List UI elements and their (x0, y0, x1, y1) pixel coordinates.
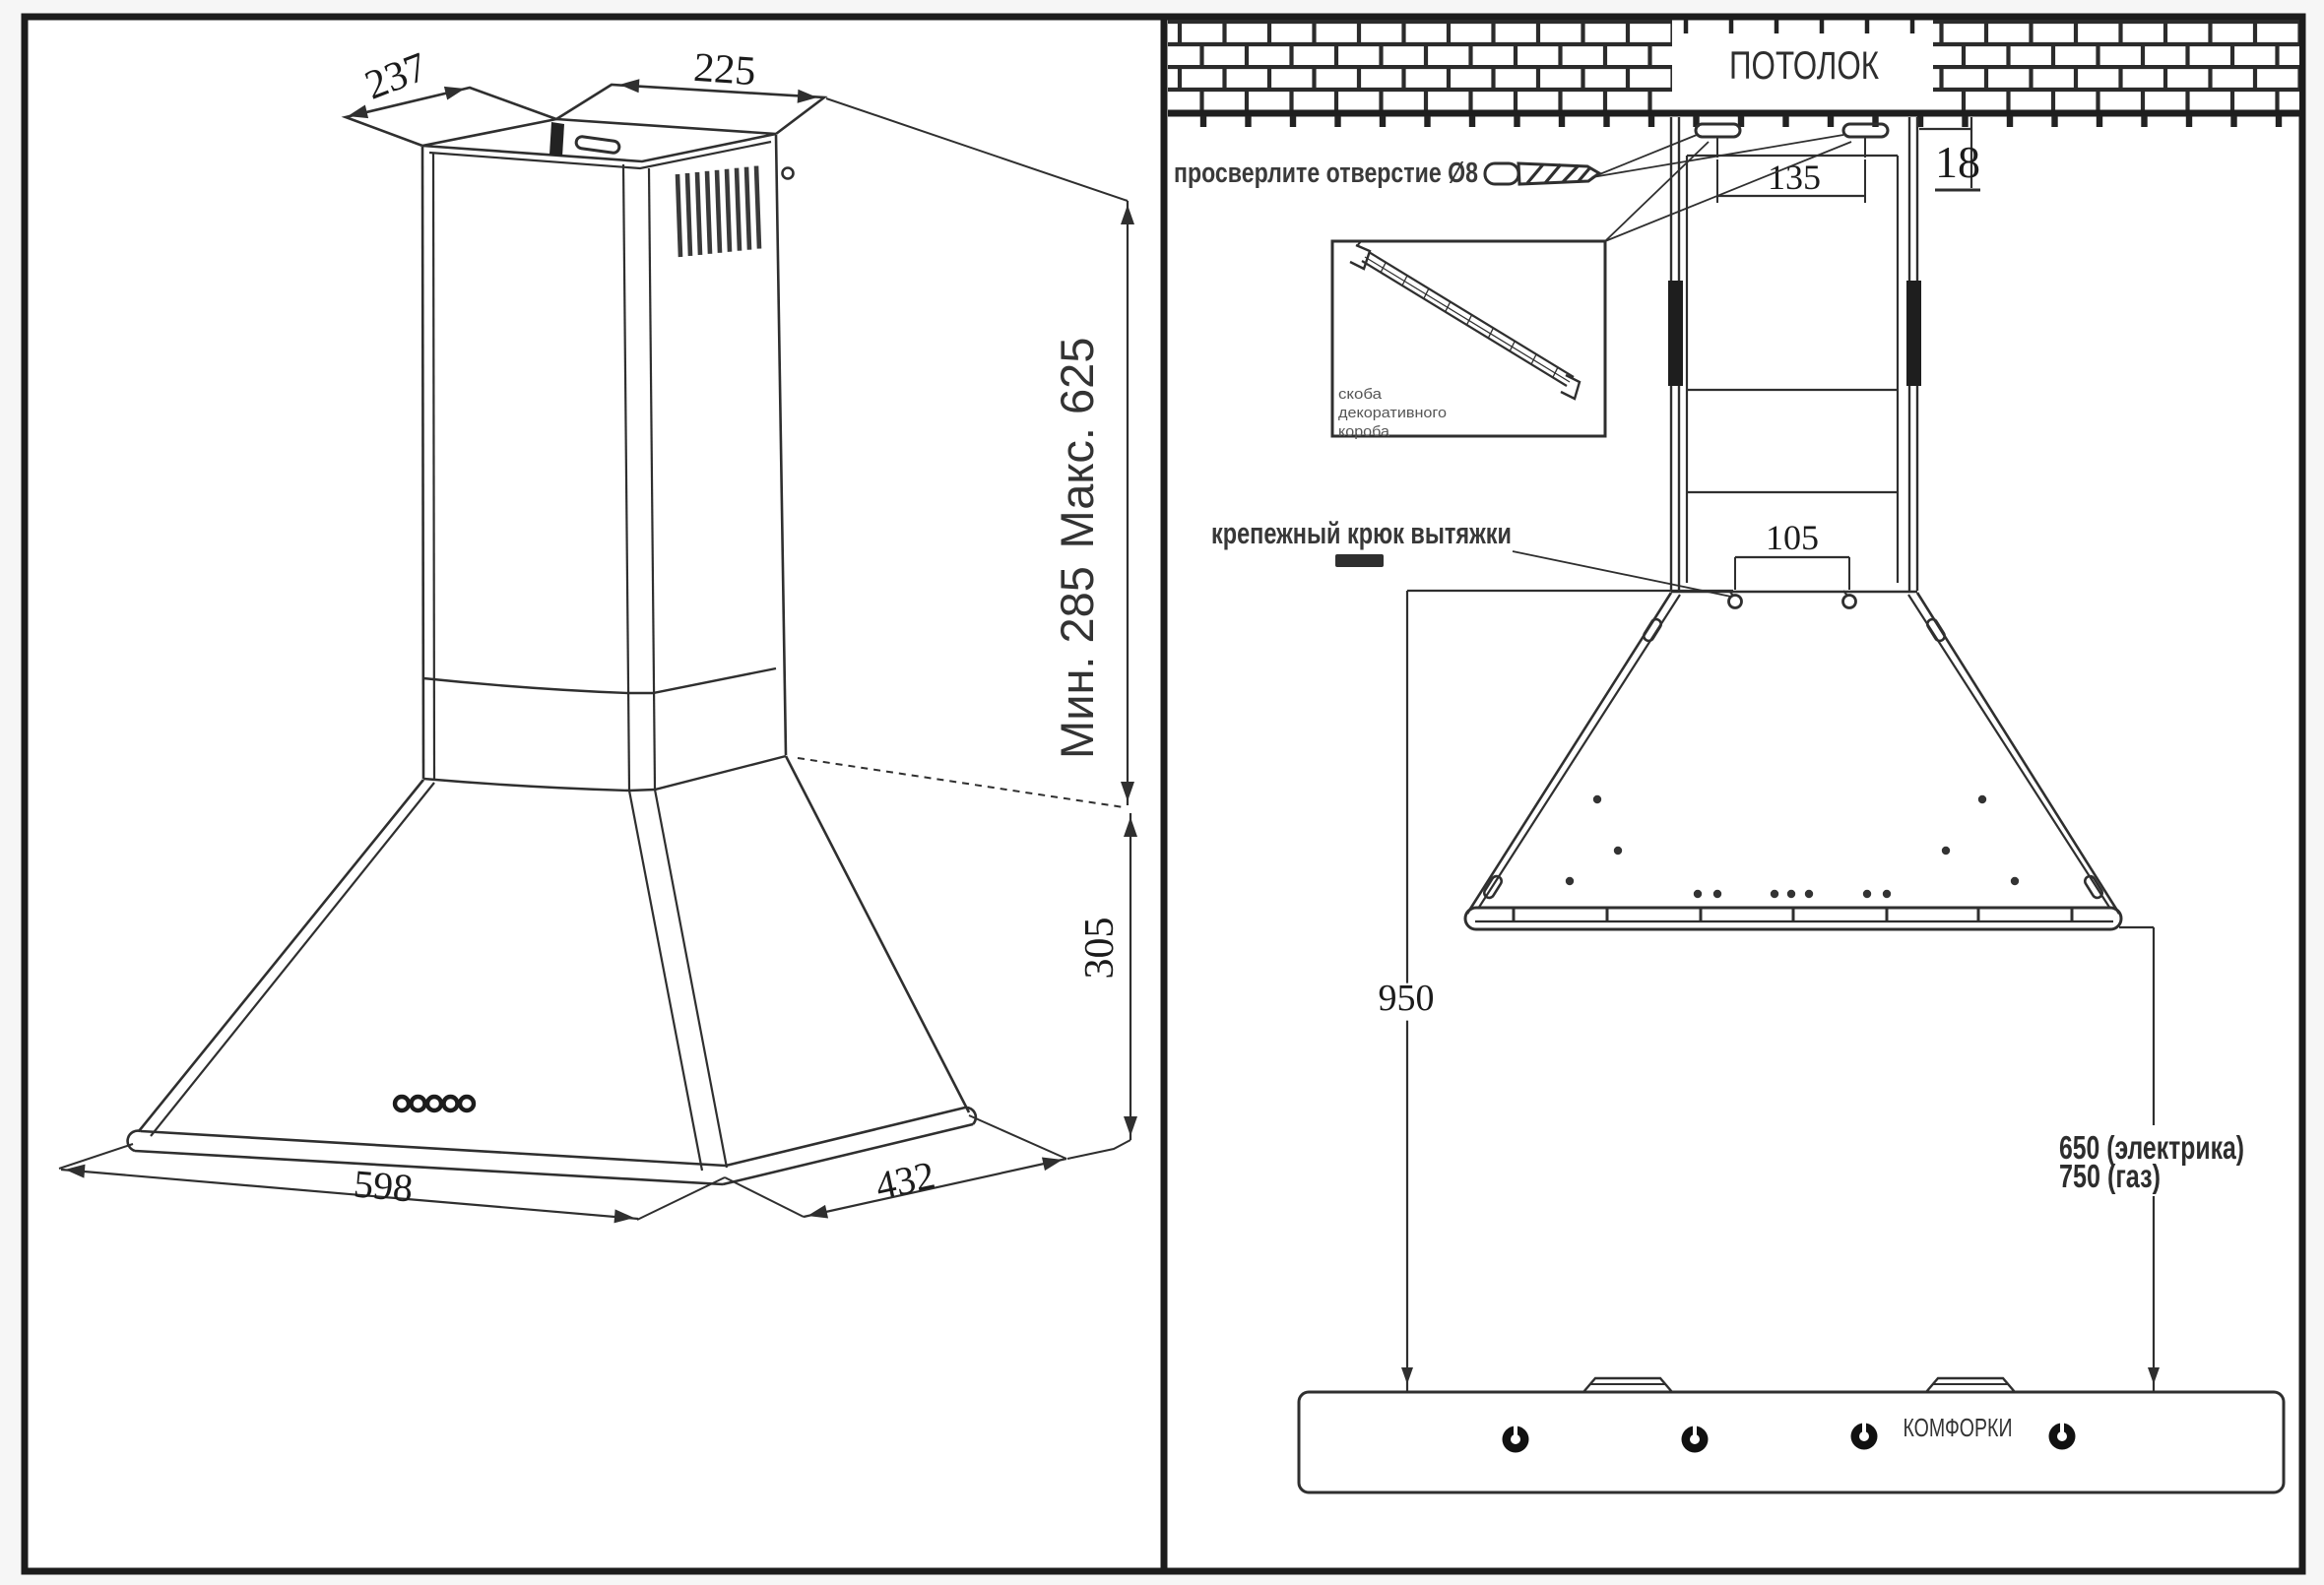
svg-text:105: 105 (1766, 518, 1819, 557)
svg-text:18: 18 (1935, 137, 1980, 187)
svg-text:Мин. 285: Мин. 285 (1051, 566, 1103, 759)
svg-text:декоративного: декоративного (1338, 405, 1447, 421)
svg-text:950: 950 (1379, 978, 1435, 1019)
svg-text:225: 225 (692, 45, 757, 95)
svg-text:короба: короба (1338, 423, 1390, 440)
svg-text:650 (электрика): 650 (электрика) (2059, 1129, 2244, 1166)
svg-text:ПОТОЛОК: ПОТОЛОК (1729, 44, 1880, 88)
svg-text:скоба: скоба (1338, 386, 1383, 403)
svg-text:598: 598 (352, 1162, 415, 1211)
svg-text:Макс. 625: Макс. 625 (1051, 338, 1103, 549)
svg-text:КОМФОРКИ: КОМФОРКИ (1904, 1413, 2013, 1442)
svg-text:305: 305 (1077, 918, 1123, 980)
svg-text:750 (газ): 750 (газ) (2059, 1158, 2161, 1194)
svg-text:135: 135 (1768, 158, 1821, 197)
svg-text:крепежный крюк вытяжки: крепежный крюк вытяжки (1211, 516, 1512, 550)
svg-text:просверлите отверстие Ø8: просверлите отверстие Ø8 (1174, 158, 1478, 189)
